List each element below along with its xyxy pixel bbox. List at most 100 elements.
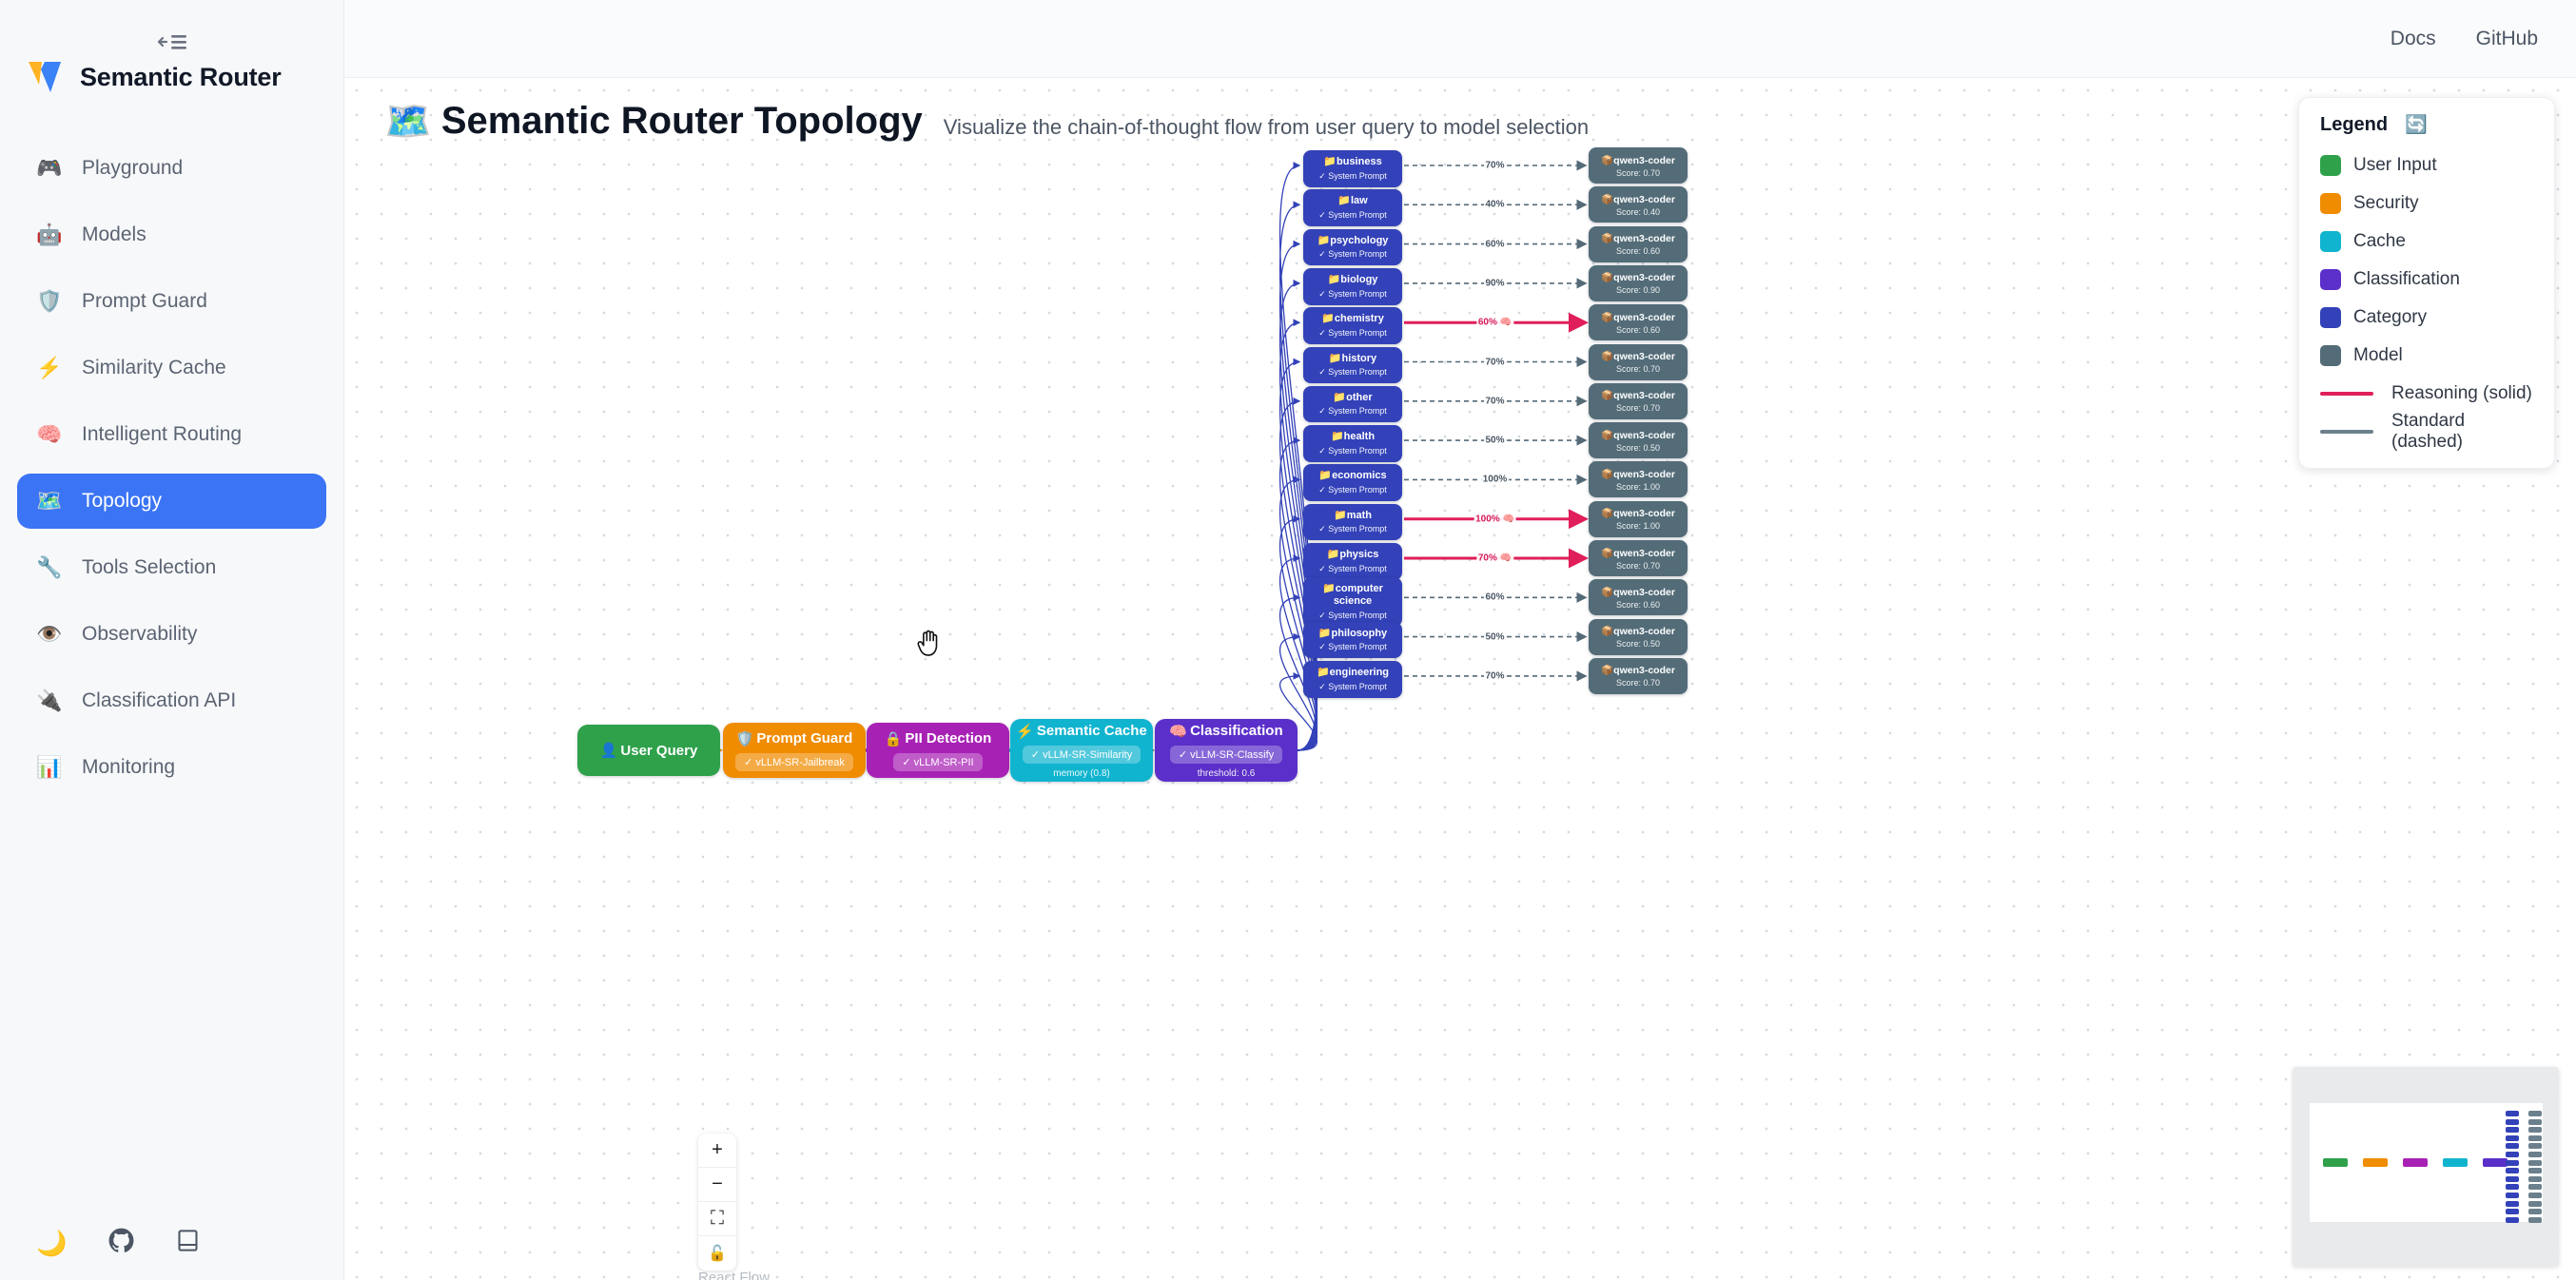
folder-icon: 📁 [1334,509,1347,521]
category-node-computer-science[interactable]: 📁computer science✓ System Prompt [1303,577,1402,627]
category-node-law[interactable]: 📁law✓ System Prompt [1303,189,1402,226]
edge-label-economics: 100% [1480,474,1510,485]
node-icon: 🧠 [1169,723,1188,740]
refresh-icon[interactable]: 🔄 [2405,115,2428,135]
minimap-node [2528,1175,2542,1182]
sidebar-item-playground[interactable]: 🎮Playground [17,141,326,196]
pipeline-node-pii-detection[interactable]: 🔒PII Detection✓ vLLM-SR-PII [867,723,1009,778]
zoom-out-icon[interactable]: − [698,1168,736,1202]
category-name: 📁engineering [1316,666,1390,678]
topology-canvas[interactable]: 👤User Query🛡️Prompt Guard✓ vLLM-SR-Jailb… [344,78,2576,1280]
node-title: 🧠Classification [1169,723,1282,740]
model-name: 📦qwen3-coder [1601,586,1675,598]
model-score: Score: 1.00 [1615,521,1661,532]
model-score: Score: 1.00 [1615,481,1661,492]
category-node-psychology[interactable]: 📁psychology✓ System Prompt [1303,228,1402,266]
sidebar-item-intelligent-routing[interactable]: 🧠Intelligent Routing [17,407,326,462]
minimap-node [2528,1127,2542,1134]
category-sub-label: ✓ System Prompt [1318,288,1387,299]
folder-icon: 📁 [1318,470,1333,482]
sidebar-item-tools-selection[interactable]: 🔧Tools Selection [17,540,326,595]
folder-icon: 📁 [1317,234,1331,246]
brand[interactable]: Semantic Router [0,42,343,112]
category-node-biology[interactable]: 📁biology✓ System Prompt [1303,267,1402,305]
pipeline-node-prompt-guard[interactable]: 🛡️Prompt Guard✓ vLLM-SR-Jailbreak [723,723,866,778]
sidebar-item-prompt-guard[interactable]: 🛡️Prompt Guard [17,274,326,329]
github-link[interactable]: GitHub [2475,27,2538,49]
github-icon[interactable] [108,1228,134,1257]
category-node-business[interactable]: 📁business✓ System Prompt [1303,150,1402,187]
category-node-economics[interactable]: 📁economics✓ System Prompt [1303,464,1402,502]
folder-icon: 📁 [1321,313,1335,325]
category-node-history[interactable]: 📁history✓ System Prompt [1303,346,1402,384]
category-node-philosophy[interactable]: 📁philosophy✓ System Prompt [1303,621,1402,659]
pipeline-node-user-query[interactable]: 👤User Query [577,725,720,776]
docs-link[interactable]: Docs [2390,27,2436,49]
category-node-physics[interactable]: 📁physics✓ System Prompt [1303,543,1402,580]
minimap-node [2506,1200,2519,1207]
edge-label-other: 70% [1483,396,1507,407]
sidebar-collapse-toggle[interactable] [141,23,204,61]
sidebar-item-topology[interactable]: 🗺️Topology [17,474,326,529]
edge-label-biology: 90% [1483,278,1507,289]
docs-book-icon[interactable] [176,1228,200,1257]
react-flow-attribution[interactable]: React Flow [698,1270,771,1280]
edge-label-math: 100% 🧠 [1473,514,1516,525]
model-score: Score: 0.50 [1615,442,1661,453]
sidebar-item-monitoring[interactable]: 📊Monitoring [17,740,326,795]
brain-icon: 🧠 [1502,514,1514,525]
category-node-math[interactable]: 📁math✓ System Prompt [1303,503,1402,541]
package-icon: 📦 [1601,626,1614,638]
sidebar-item-models[interactable]: 🤖Models [17,207,326,262]
minimap-node [2528,1159,2542,1166]
zoom-in-icon[interactable]: + [698,1134,736,1168]
edge-label-computer-science: 60% [1483,592,1507,603]
minimap[interactable] [2293,1067,2559,1267]
category-name: 📁chemistry [1321,313,1384,325]
category-sub-label: ✓ System Prompt [1318,327,1387,338]
sidebar-item-classification-api[interactable]: 🔌Classification API [17,673,326,728]
minimap-node [2506,1159,2519,1166]
legend-swatch-icon [2320,345,2341,366]
map-icon: 🗺️ [384,101,432,143]
category-node-other[interactable]: 📁other✓ System Prompt [1303,385,1402,423]
package-icon: 📦 [1601,429,1614,441]
category-node-health[interactable]: 📁health✓ System Prompt [1303,425,1402,462]
category-sub-label: ✓ System Prompt [1318,610,1387,620]
legend-item-category: Category [2320,299,2535,337]
dark-mode-toggle-icon[interactable]: 🌙 [36,1228,68,1257]
sidebar-item-similarity-cache[interactable]: ⚡Similarity Cache [17,340,326,396]
category-node-engineering[interactable]: 📁engineering✓ System Prompt [1303,660,1402,698]
package-icon: 📦 [1601,586,1614,598]
sidebar-item-label: Similarity Cache [82,357,226,378]
sidebar-item-label: Prompt Guard [82,290,207,312]
fit-view-icon[interactable]: ⛶ [698,1202,736,1236]
sidebar-footer: 🌙 [0,1228,344,1257]
sidebar-item-observability[interactable]: 👁️Observability [17,607,326,662]
node-icon: 🔒 [884,730,903,747]
category-node-chemistry[interactable]: 📁chemistry ✓ System Prompt [1303,307,1402,344]
node-meta: memory (0.8) [1053,767,1110,779]
model-name: 📦qwen3-coder [1601,665,1675,677]
node-title-text: PII Detection [905,730,992,747]
lock-toggle-icon[interactable]: 🔓 [708,1246,727,1262]
model-score: Score: 0.40 [1615,206,1661,217]
category-name: 📁other [1333,391,1373,403]
